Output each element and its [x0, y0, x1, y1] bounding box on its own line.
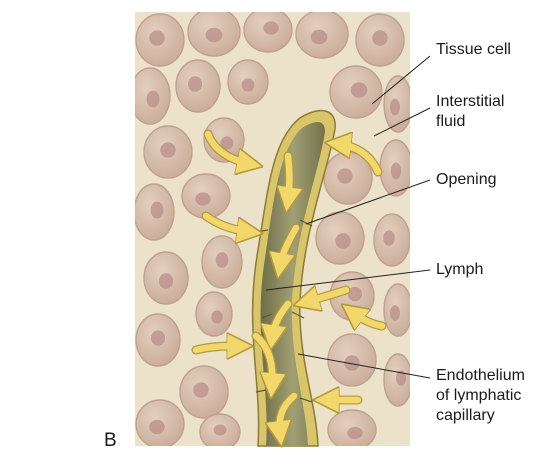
cell-nucleus	[211, 310, 223, 323]
cell-nucleus	[263, 21, 278, 34]
cell-nucleus	[147, 91, 160, 108]
cell-nucleus	[311, 30, 328, 44]
cell-nucleus	[390, 99, 400, 116]
label-endothelium-line2: of lymphatic	[436, 386, 521, 405]
label-interstitial-fluid-line1: Interstitial	[436, 92, 504, 111]
panel-letter: B	[104, 430, 117, 452]
cell-nucleus	[372, 30, 387, 46]
cell-nucleus	[160, 142, 175, 158]
cell-nucleus	[159, 273, 173, 289]
label-tissue-cell: Tissue cell	[436, 40, 511, 59]
cell-nucleus	[391, 163, 401, 180]
cell-nucleus	[149, 420, 164, 434]
cell-nucleus	[335, 233, 350, 249]
cell-nucleus	[149, 30, 164, 46]
cell-nucleus	[242, 78, 255, 91]
cell-nucleus	[193, 382, 208, 398]
label-interstitial-fluid-line2: fluid	[436, 112, 465, 131]
cell-nucleus	[214, 425, 227, 436]
cell-nucleus	[347, 427, 362, 439]
label-endothelium-line3: capillary	[436, 406, 495, 425]
cell-nucleus	[383, 230, 395, 246]
cell-nucleus	[216, 252, 229, 268]
label-opening: Opening	[436, 170, 497, 189]
cell-nucleus	[195, 192, 210, 205]
cell-nucleus	[151, 202, 164, 219]
label-lymph: Lymph	[436, 260, 483, 279]
cell-nucleus	[188, 76, 202, 92]
label-endothelium-line1: Endothelium	[436, 366, 525, 385]
cell-nucleus	[390, 305, 400, 321]
cell-nucleus	[337, 168, 352, 184]
cell-nucleus	[206, 28, 223, 42]
cell-nucleus	[151, 330, 165, 346]
cell-nucleus	[351, 82, 368, 98]
